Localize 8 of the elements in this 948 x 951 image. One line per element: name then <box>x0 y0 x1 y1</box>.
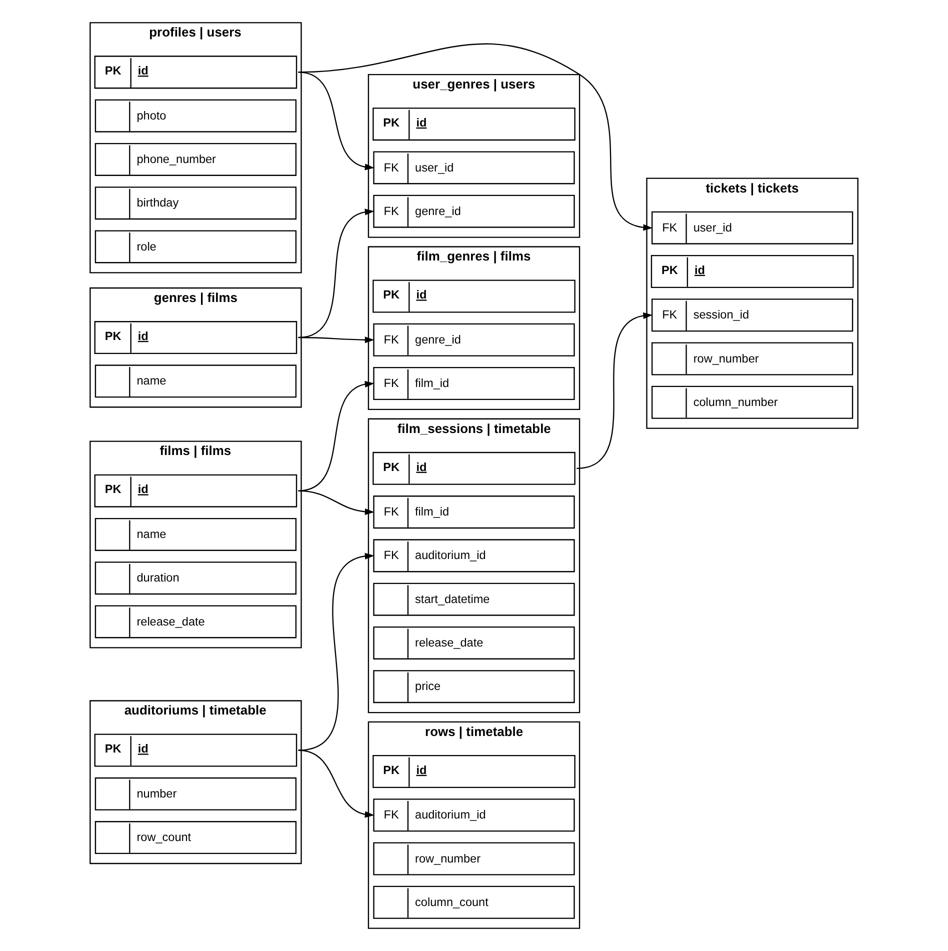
arrow <box>298 552 374 751</box>
arrow <box>576 312 653 469</box>
arrow <box>298 336 374 344</box>
arrow <box>298 750 374 818</box>
arrow <box>298 72 374 170</box>
arrow <box>298 490 374 515</box>
arrow <box>298 380 374 492</box>
arrow <box>298 43 653 231</box>
